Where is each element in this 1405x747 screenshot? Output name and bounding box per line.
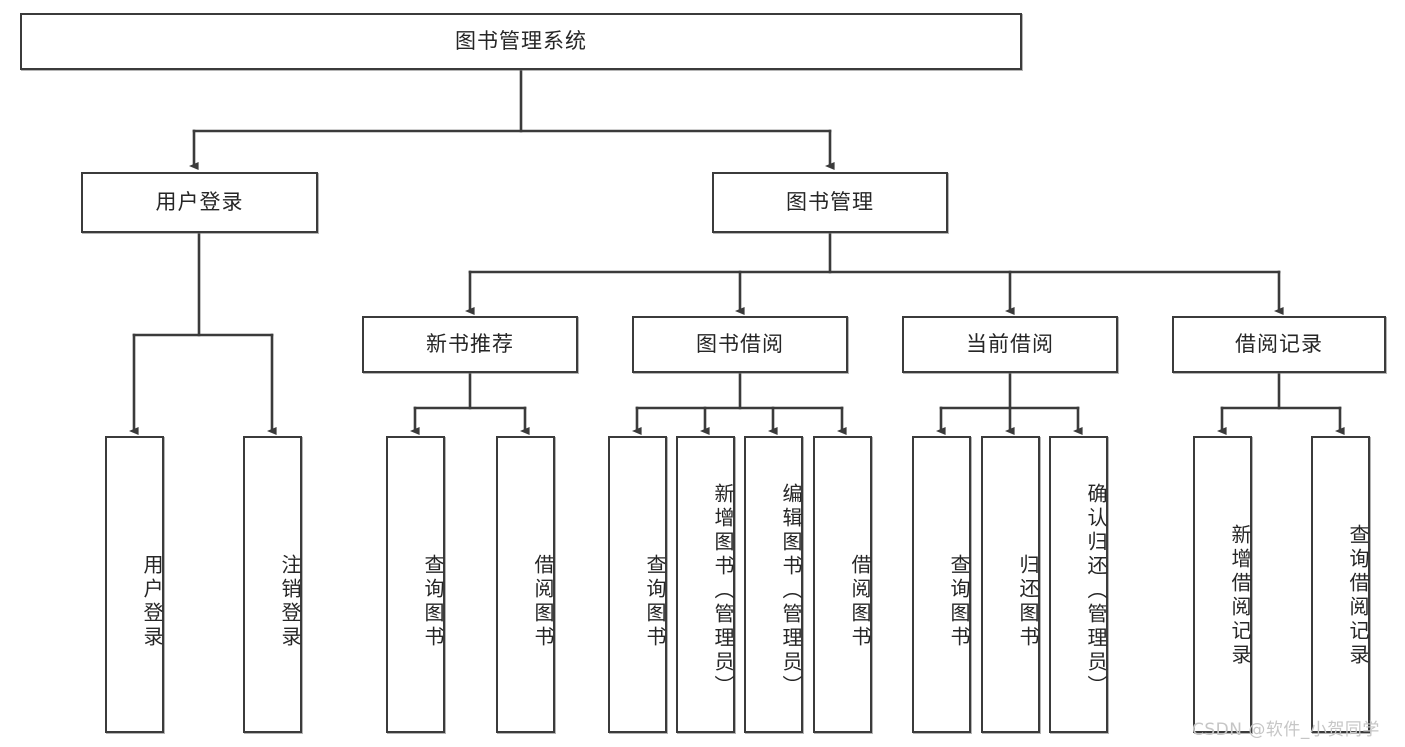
node-leaf-query-book-3-label: 查询图书 xyxy=(947,553,971,650)
node-leaf-query-book-1[interactable]: 查询图书 xyxy=(386,436,445,733)
node-leaf-borrow-book-1[interactable]: 借阅图书 xyxy=(496,436,555,733)
node-current-borrow[interactable]: 当前借阅 xyxy=(902,316,1118,373)
node-user-login[interactable]: 用户登录 xyxy=(81,172,318,233)
node-leaf-edit-book-label: 编辑图书（管理员） xyxy=(779,482,803,699)
node-leaf-user-login-label: 用户登录 xyxy=(140,553,164,650)
node-leaf-logout-login-label: 注销登录 xyxy=(278,553,302,650)
node-leaf-logout-login[interactable]: 注销登录 xyxy=(243,436,302,733)
node-leaf-query-book-2[interactable]: 查询图书 xyxy=(608,436,667,733)
node-leaf-borrow-book-2-label: 借阅图书 xyxy=(848,553,872,650)
node-leaf-add-record[interactable]: 新增借阅记录 xyxy=(1193,436,1252,733)
node-root-label: 图书管理系统 xyxy=(455,28,587,53)
node-book-borrow-label: 图书借阅 xyxy=(696,331,784,356)
node-leaf-confirm-return[interactable]: 确认归还（管理员） xyxy=(1049,436,1108,733)
node-book-borrow[interactable]: 图书借阅 xyxy=(632,316,848,373)
node-new-book-recommend-label: 新书推荐 xyxy=(426,331,514,356)
node-leaf-query-book-1-label: 查询图书 xyxy=(421,553,445,650)
node-leaf-borrow-book-2[interactable]: 借阅图书 xyxy=(813,436,872,733)
node-leaf-add-record-label: 新增借阅记录 xyxy=(1228,523,1252,668)
node-new-book-recommend[interactable]: 新书推荐 xyxy=(362,316,578,373)
node-leaf-add-book-label: 新增图书（管理员） xyxy=(711,482,735,699)
node-leaf-return-book[interactable]: 归还图书 xyxy=(981,436,1040,733)
node-leaf-add-book[interactable]: 新增图书（管理员） xyxy=(676,436,735,733)
node-leaf-borrow-book-1-label: 借阅图书 xyxy=(531,553,555,650)
node-book-manage-label: 图书管理 xyxy=(786,189,874,214)
node-user-login-label: 用户登录 xyxy=(155,189,244,214)
node-leaf-query-record-label: 查询借阅记录 xyxy=(1346,523,1370,668)
node-root[interactable]: 图书管理系统 xyxy=(20,13,1022,70)
node-leaf-confirm-return-label: 确认归还（管理员） xyxy=(1084,482,1108,699)
node-book-manage[interactable]: 图书管理 xyxy=(712,172,948,233)
node-leaf-query-book-2-label: 查询图书 xyxy=(643,553,667,650)
node-leaf-query-book-3[interactable]: 查询图书 xyxy=(912,436,971,733)
node-borrow-record-label: 借阅记录 xyxy=(1235,331,1323,356)
node-leaf-user-login[interactable]: 用户登录 xyxy=(105,436,164,733)
node-leaf-edit-book[interactable]: 编辑图书（管理员） xyxy=(744,436,803,733)
node-current-borrow-label: 当前借阅 xyxy=(966,331,1054,356)
node-leaf-query-record[interactable]: 查询借阅记录 xyxy=(1311,436,1370,733)
node-leaf-return-book-label: 归还图书 xyxy=(1016,553,1040,650)
node-borrow-record[interactable]: 借阅记录 xyxy=(1172,316,1386,373)
